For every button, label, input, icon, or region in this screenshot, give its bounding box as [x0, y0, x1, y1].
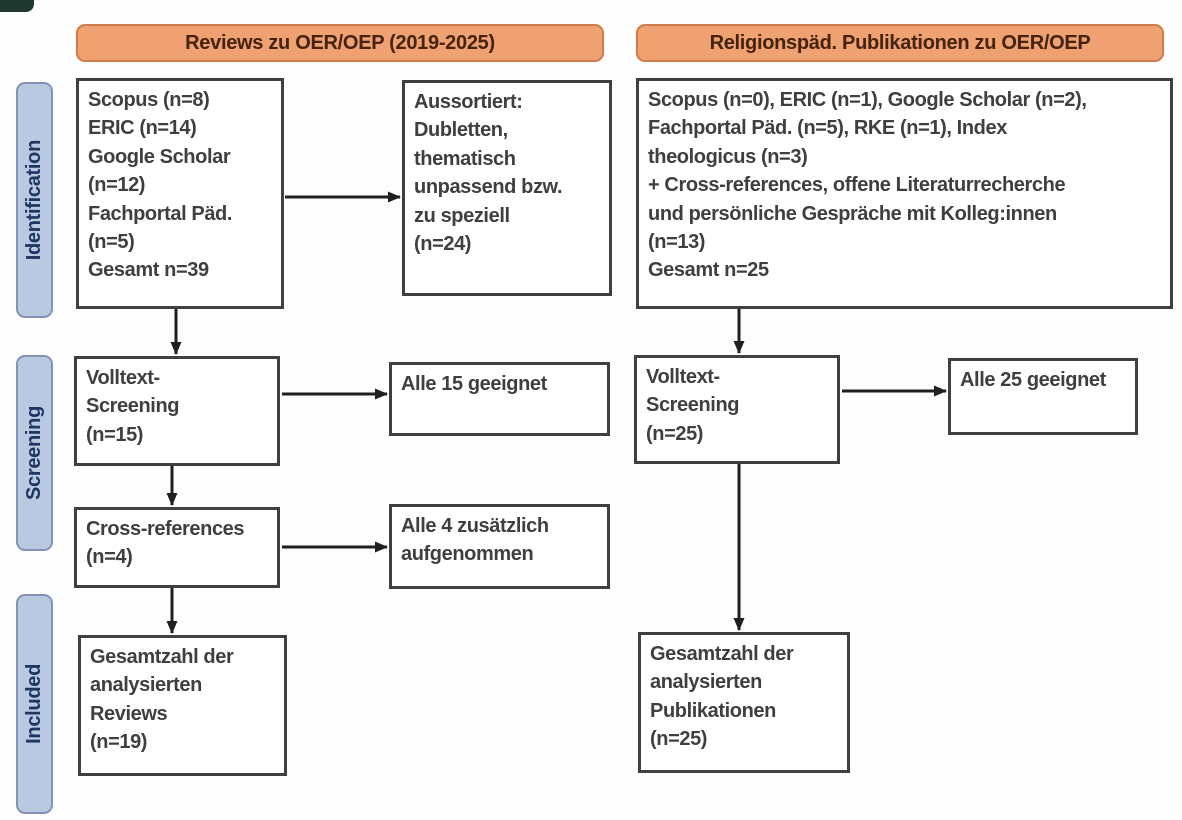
- stage-label-identification: Identification: [16, 82, 53, 318]
- column-header-religionspaed: Religionspäd. Publikationen zu OER/OEP: [636, 24, 1164, 62]
- stage-label-included: Included: [16, 594, 53, 814]
- box-right-screening-result: Alle 25 geeignet: [948, 358, 1138, 435]
- box-right-fulltext-screening: Volltext- Screening (n=25): [634, 355, 840, 464]
- column-header-reviews: Reviews zu OER/OEP (2019-2025): [76, 24, 604, 62]
- stage-label-screening-text: Screening: [23, 406, 45, 500]
- box-right-included-total: Gesamtzahl der analysierten Publikatione…: [638, 632, 850, 773]
- box-left-included-total: Gesamtzahl der analysierten Reviews (n=1…: [78, 635, 287, 776]
- stage-label-screening: Screening: [16, 355, 53, 551]
- box-left-excluded-records: Aussortiert: Dubletten, thematisch unpas…: [402, 80, 612, 296]
- stage-label-included-text: Included: [23, 664, 45, 744]
- box-right-identification-sources: Scopus (n=0), ERIC (n=1), Google Scholar…: [636, 78, 1173, 309]
- box-left-identification-sources: Scopus (n=8) ERIC (n=14) Google Scholar …: [76, 78, 284, 309]
- box-left-fulltext-screening: Volltext- Screening (n=15): [74, 356, 280, 466]
- corner-decoration-shape: [0, 0, 34, 12]
- box-left-screening-result: Alle 15 geeignet: [389, 362, 610, 436]
- stage-label-identification-text: Identification: [23, 139, 45, 261]
- box-left-cross-references-result: Alle 4 zusätzlich aufgenommen: [389, 504, 610, 589]
- box-left-cross-references: Cross-references (n=4): [74, 507, 280, 588]
